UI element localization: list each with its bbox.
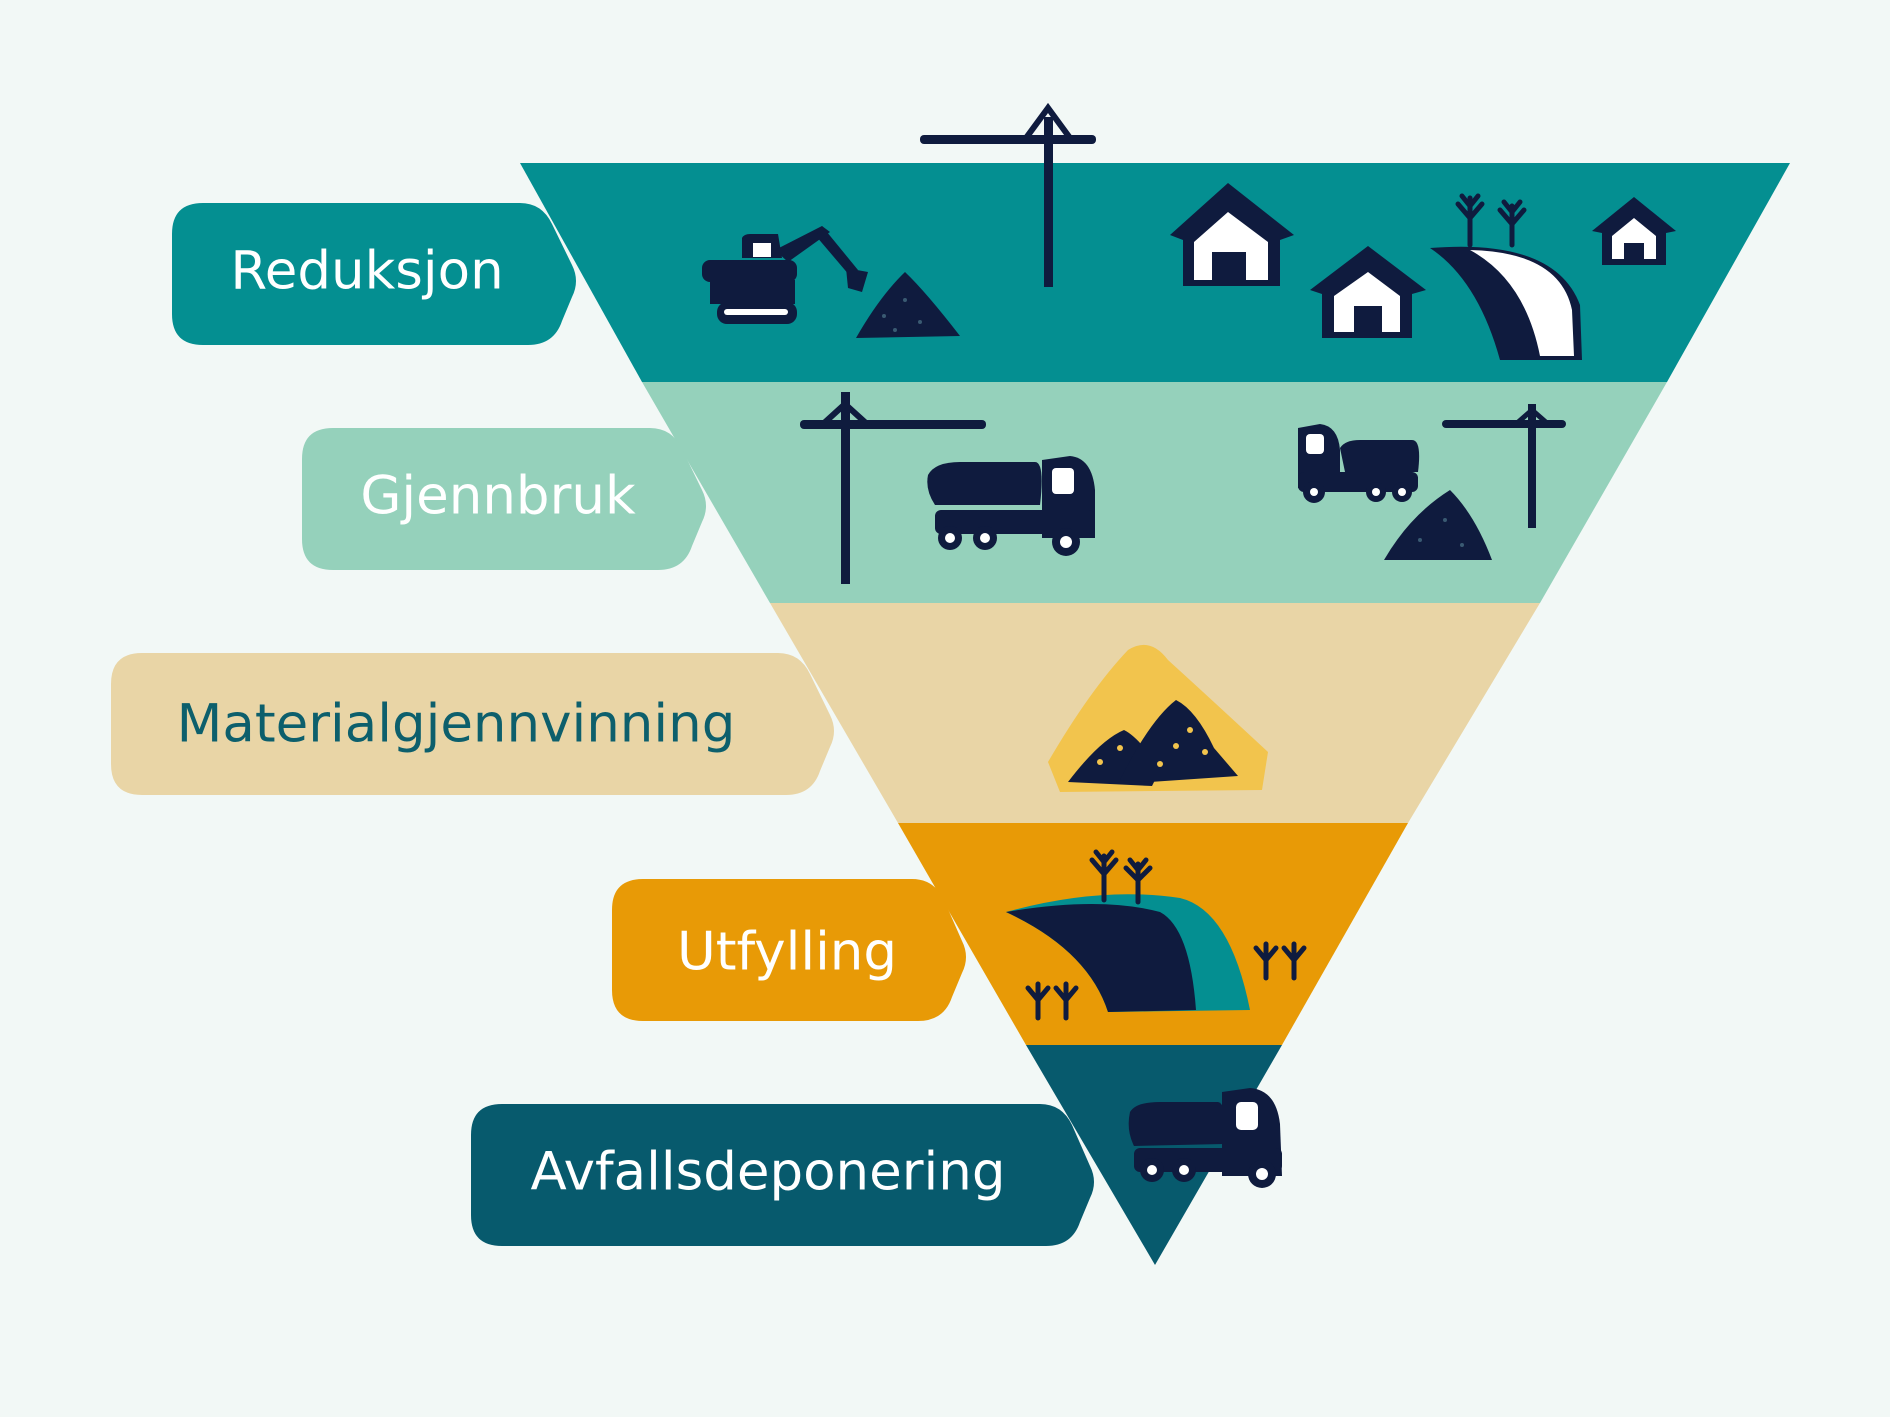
house-icon xyxy=(1310,246,1426,338)
label-materialgjennvinning-text: Materialgjennvinning xyxy=(177,694,736,755)
house-icon xyxy=(1170,183,1294,286)
label-avfallsdeponering: Avfallsdeponering xyxy=(471,1104,1094,1246)
label-reduksjon-text: Reduksjon xyxy=(230,241,503,302)
gravel-pile-icon xyxy=(1384,490,1492,560)
label-utfylling: Utfylling xyxy=(612,879,966,1021)
label-utfylling-text: Utfylling xyxy=(677,922,897,983)
label-materialgjennvinning: Materialgjennvinning xyxy=(111,653,834,795)
trees-icon xyxy=(1025,849,1307,1021)
label-avfallsdeponering-text: Avfallsdeponering xyxy=(531,1142,1006,1203)
label-gjennbruk-text: Gjennbruk xyxy=(360,466,636,527)
dump-truck-icon xyxy=(1128,1088,1282,1188)
label-gjennbruk: Gjennbruk xyxy=(302,428,706,570)
house-icon xyxy=(1592,197,1676,265)
excavator-icon xyxy=(702,226,868,324)
pyramid-level-gjennbruk xyxy=(642,382,1667,603)
trees-icon xyxy=(1455,193,1527,248)
label-reduksjon: Reduksjon xyxy=(172,203,576,345)
dump-truck-icon xyxy=(1298,424,1420,503)
crane-icon xyxy=(800,392,986,584)
filled-land-icon xyxy=(1006,894,1250,1012)
road-icon xyxy=(1430,246,1582,360)
dump-truck-icon xyxy=(927,456,1095,556)
crane-icon xyxy=(920,102,1096,287)
gravel-pile-icon xyxy=(856,272,960,338)
gravel-piles-icon xyxy=(1048,644,1268,792)
crane-icon xyxy=(1442,404,1566,528)
